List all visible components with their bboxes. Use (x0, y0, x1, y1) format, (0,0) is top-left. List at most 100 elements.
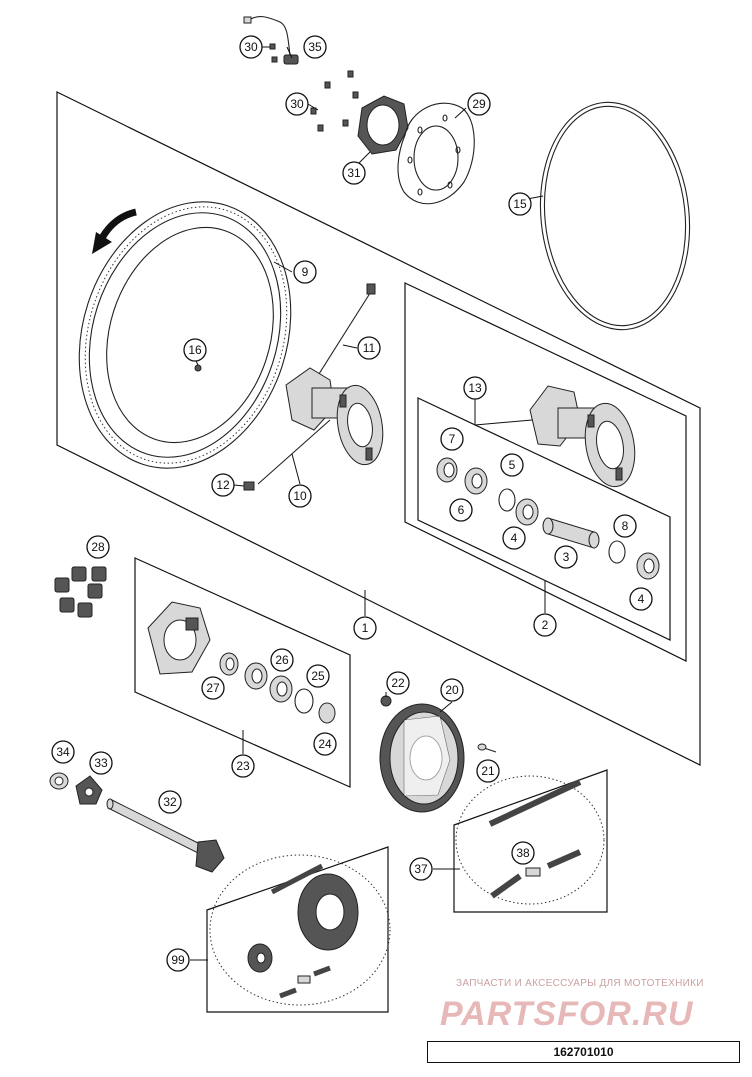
seal-24-outer (294, 688, 314, 714)
wheel-assembly-frame (56, 91, 701, 766)
callout-21: 21 (476, 759, 500, 783)
callout-15: 15 (508, 192, 532, 216)
callout-6: 6 (449, 498, 473, 522)
nut-22 (380, 695, 392, 707)
callout-3: 3 (554, 545, 578, 569)
callout-13: 13 (463, 376, 487, 400)
rim-band (539, 101, 691, 331)
svg-text:2: 2 (542, 618, 549, 632)
svg-text:28: 28 (91, 540, 105, 554)
sprocket-bolt (477, 743, 497, 753)
svg-text:24: 24 (318, 737, 332, 751)
damper-rubbers (54, 566, 107, 618)
chain-frame (453, 769, 608, 913)
callout-24: 24 (313, 732, 337, 756)
watermark-tagline: ЗАПЧАСТИ И АКСЕССУАРЫ ДЛЯ МОТОТЕХНИКИ (456, 978, 704, 989)
callout-2: 2 (533, 613, 557, 637)
svg-text:9: 9 (302, 265, 309, 279)
callout-20: 20 (440, 678, 464, 702)
callout-4-right: 4 (629, 587, 653, 611)
rotation-direction-arrow (92, 208, 137, 254)
callout-5: 5 (500, 453, 524, 477)
svg-text:38: 38 (516, 846, 530, 860)
svg-text:8: 8 (622, 519, 629, 533)
svg-text:23: 23 (236, 759, 250, 773)
chain-kit-frame (206, 846, 389, 1013)
svg-text:33: 33 (94, 756, 108, 770)
axle-nut-34 (49, 772, 69, 790)
sprocket-carrier (147, 601, 211, 675)
callout-4-left: 4 (502, 526, 526, 550)
svg-text:10: 10 (293, 489, 307, 503)
chain-adjuster-33 (75, 775, 103, 805)
svg-text:31: 31 (347, 166, 361, 180)
svg-text:12: 12 (216, 478, 230, 492)
svg-text:30: 30 (290, 97, 304, 111)
callout-11: 11 (357, 336, 381, 360)
callout-27: 27 (201, 676, 225, 700)
callout-23: 23 (231, 754, 255, 778)
callout-35: 35 (303, 35, 327, 59)
svg-text:29: 29 (472, 97, 486, 111)
rear-sprocket (379, 703, 465, 813)
svg-text:15: 15 (513, 197, 527, 211)
drawing-number: 162701010 (553, 1045, 614, 1059)
callout-30-top: 30 (239, 35, 263, 59)
callout-38: 38 (511, 841, 535, 865)
wheel-hub (285, 367, 384, 466)
svg-text:30: 30 (244, 40, 258, 54)
svg-text:4: 4 (511, 531, 518, 545)
svg-text:32: 32 (163, 795, 177, 809)
svg-text:22: 22 (391, 676, 405, 690)
callout-28: 28 (86, 535, 110, 559)
svg-text:16: 16 (188, 343, 202, 357)
bearing-4-left (515, 498, 539, 526)
svg-text:35: 35 (308, 40, 322, 54)
seal-24 (318, 702, 336, 724)
svg-text:34: 34 (56, 745, 70, 759)
svg-text:7: 7 (449, 432, 456, 446)
callout-32: 32 (158, 790, 182, 814)
bearing-26 (244, 662, 268, 690)
callout-37: 37 (409, 857, 433, 881)
chain-joint-38 (525, 867, 541, 877)
chain (455, 775, 605, 905)
sprocket-carrier-frame (134, 557, 351, 788)
svg-text:26: 26 (275, 653, 289, 667)
svg-text:11: 11 (363, 341, 376, 355)
rear-hub (529, 385, 636, 488)
svg-text:5: 5 (509, 458, 516, 472)
callout-25: 25 (306, 664, 330, 688)
svg-text:13: 13 (468, 381, 482, 395)
wheel-rim (78, 201, 292, 469)
callout-31: 31 (342, 161, 366, 185)
spacer-sleeve-3 (542, 517, 600, 549)
rim-nipple (194, 364, 202, 372)
svg-text:1: 1 (362, 621, 369, 635)
bearing-4-right (636, 552, 660, 580)
brake-disc-carrier (357, 95, 409, 155)
callout-1: 1 (353, 616, 377, 640)
bearing-set-frame (417, 397, 671, 641)
brake-disc (397, 102, 475, 205)
callout-7: 7 (440, 427, 464, 451)
wheel-spindle (106, 798, 225, 873)
spoke-upper (311, 283, 376, 386)
svg-text:3: 3 (563, 550, 570, 564)
drawing-number-box: 162701010 (427, 1041, 740, 1063)
svg-text:20: 20 (445, 683, 459, 697)
washer-8 (608, 540, 626, 564)
spoke-lower (243, 419, 331, 491)
svg-text:37: 37 (414, 862, 428, 876)
chain-kit (209, 854, 391, 1006)
callout-33: 33 (89, 751, 113, 775)
screws-30-top (269, 43, 278, 63)
callout-9: 9 (293, 260, 317, 284)
hub-group-frame (404, 282, 687, 662)
callout-16: 16 (183, 338, 207, 362)
wheel-speed-sensor (243, 16, 299, 65)
circlip-5 (498, 488, 516, 512)
callout-29: 29 (467, 92, 491, 116)
bearing-25 (269, 675, 293, 703)
